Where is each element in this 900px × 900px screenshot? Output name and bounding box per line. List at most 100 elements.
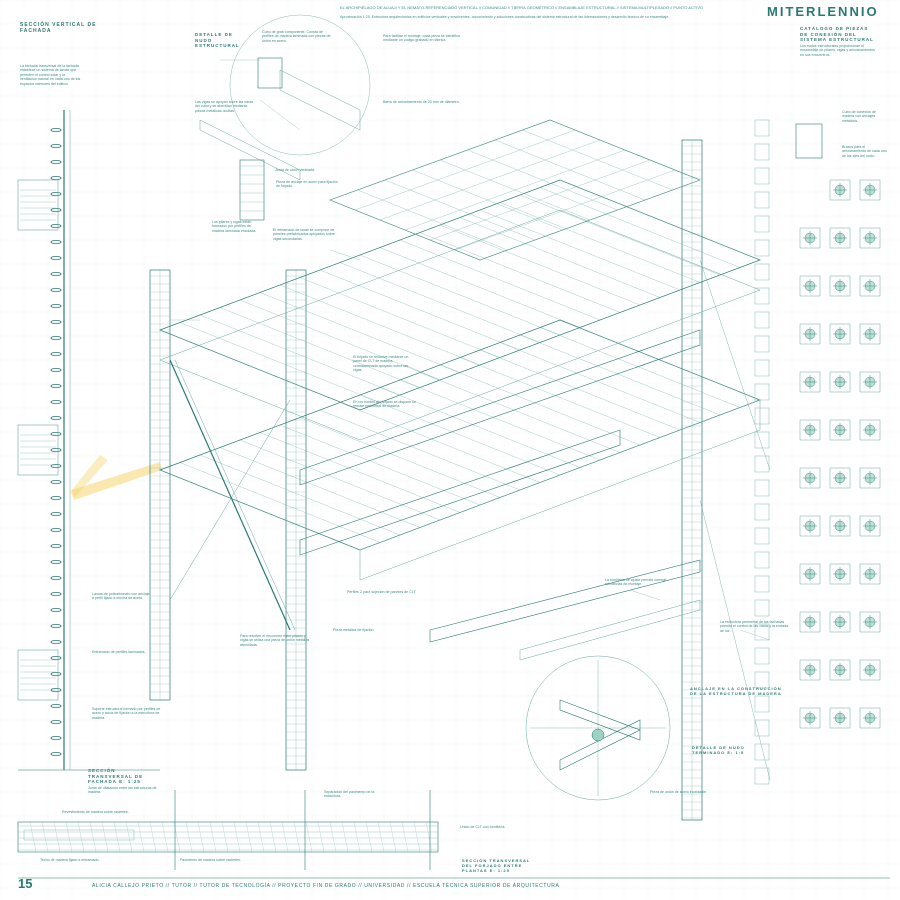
slab-joist — [519, 334, 721, 416]
facade-panel — [754, 575, 770, 593]
drawing-line — [101, 821, 109, 853]
drawing-line — [125, 821, 133, 853]
drawing-line — [185, 821, 193, 853]
louver-blade — [50, 640, 62, 645]
slab-joist — [239, 299, 441, 381]
floor-slab-section — [17, 424, 59, 476]
drawing-line — [77, 821, 85, 853]
louver-blade — [50, 720, 62, 725]
main-beam — [429, 559, 701, 643]
facade-panel — [754, 287, 770, 305]
slab-joist — [199, 454, 401, 536]
drawing-line — [65, 821, 73, 853]
facade-panel — [754, 503, 770, 521]
leader-line — [259, 99, 301, 131]
louver-blade — [50, 319, 62, 324]
slab-joist — [479, 209, 681, 291]
node-catalog-cell — [829, 707, 851, 729]
diagonal-brace — [174, 359, 296, 631]
louver-blade — [50, 704, 62, 709]
louver-blade — [50, 255, 62, 260]
slab-joist — [179, 322, 381, 403]
louver-blade — [50, 399, 62, 404]
leader-line — [329, 249, 361, 261]
left-panel-title: SECCIÓN VERTICAL DE FACHADA — [20, 22, 97, 34]
node-detail-core — [591, 728, 605, 742]
slab-joist — [499, 202, 701, 283]
slab-joist — [319, 269, 521, 351]
bottom-note-3: Techo de madera fijado a entramado. — [40, 858, 100, 862]
louver-blade — [50, 592, 62, 597]
slab-joist — [299, 417, 501, 498]
slab-joist — [439, 364, 641, 446]
drawing-line — [89, 821, 97, 853]
page-number: 15 — [18, 876, 33, 891]
drawing-line — [377, 821, 385, 853]
node-catalog-cell — [799, 371, 821, 393]
drawing-line — [269, 821, 277, 853]
drawing-line — [425, 821, 433, 853]
beam-section — [23, 829, 135, 841]
louver-blade — [50, 175, 62, 180]
slab-joist — [199, 314, 401, 396]
louver-blade — [50, 576, 62, 581]
slab-joist — [379, 387, 581, 468]
top-detail-text-8: Barra de arriostramiento de 20 mm de diá… — [383, 100, 460, 104]
header-description: Aproximación 1:25. Estructura arquitectó… — [340, 15, 670, 19]
node-catalog-cell — [859, 179, 881, 201]
facade-panel — [754, 167, 770, 185]
top-detail-text-7: Para facilitar el montaje, cada pieza se… — [383, 34, 461, 43]
node-beam — [559, 699, 641, 741]
drawing-line — [404, 149, 626, 231]
drawing-line — [149, 821, 157, 853]
slab-joist — [519, 194, 721, 276]
louver-blade — [50, 656, 62, 661]
diagonal-brace — [169, 359, 291, 631]
slab-joist — [459, 357, 661, 438]
node-detail-title: DETALLE DE NUDO TERMINADO E: 1:5 — [692, 745, 745, 755]
facade-panel — [754, 743, 770, 761]
mid-note-5: Para resolver el encuentro entre pilares… — [240, 634, 311, 647]
node-catalog-cell — [859, 611, 881, 633]
floor-slab-section — [17, 179, 59, 231]
facade-panel — [754, 335, 770, 353]
floor-slab-upper-edge — [159, 209, 761, 441]
node-catalog-cell — [829, 323, 851, 345]
floor-slab-section — [17, 649, 59, 701]
facade-panel — [754, 215, 770, 233]
node-catalog-cell — [829, 275, 851, 297]
bottom-note-2: Revestimiento de madera sobre rastreles. — [62, 810, 129, 814]
facade-panel — [754, 143, 770, 161]
drawing-line — [113, 821, 121, 853]
node-catalog-cell — [829, 179, 851, 201]
louver-blade — [50, 672, 62, 677]
bottom-note-4: Pavimento de madera sobre rastreles. — [180, 858, 241, 862]
slab-joist — [159, 329, 361, 411]
slab-joist — [559, 319, 761, 401]
mid-note-3: Perfiles Z para sujeción de paneles de C… — [347, 590, 417, 594]
mid-note-1: El forjado se resuelve mediante un panel… — [353, 355, 410, 373]
louver-blade — [50, 303, 62, 308]
node-catalog-cell — [799, 659, 821, 681]
louver-blade — [50, 271, 62, 276]
louver-blade — [50, 415, 62, 420]
drawing-line — [699, 499, 771, 781]
detail-callout-circle — [229, 14, 371, 156]
drawing-line — [317, 821, 325, 853]
louver-blade — [50, 463, 62, 468]
node-catalog-cell — [829, 659, 851, 681]
drawing-line — [454, 169, 676, 251]
facade-panel — [754, 383, 770, 401]
slab-joist — [259, 432, 461, 513]
slab-joist — [419, 232, 621, 313]
top-detail-text-1: Cubo de gran componente. Consta de perfi… — [262, 30, 332, 43]
top-detail-text-2: Las vigas se apoyan sobre las caras del … — [195, 100, 255, 113]
right-panel-text-3: Brazos para el arriostramiento de cada u… — [842, 145, 888, 158]
node-catalog-cell — [799, 707, 821, 729]
bottom-note-6: Unión de CLT con tornillería. — [460, 825, 506, 829]
right-panel-text-2: Cubo de conexión de madera con anclajes … — [842, 110, 877, 123]
node-catalog-cell — [799, 275, 821, 297]
drawing-line — [209, 821, 217, 853]
